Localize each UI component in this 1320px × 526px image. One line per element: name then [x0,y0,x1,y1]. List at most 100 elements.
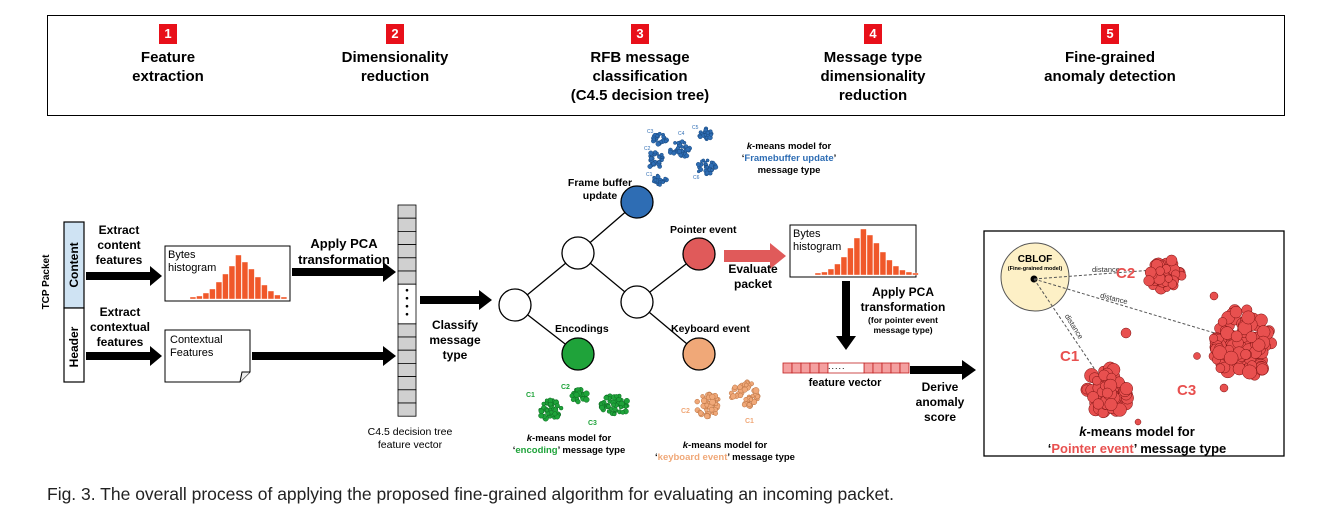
kmeans-encoding-caption: k-means model for ‘encoding’ message typ… [512,433,626,456]
cluster-point [713,164,719,170]
cluster-point [603,395,609,401]
hvector-gap [827,362,865,374]
histogram-bar [215,281,223,300]
cluster-point [1104,397,1118,411]
cluster-point [652,137,656,142]
pointer-clusters [1080,254,1277,426]
hvector-cell [872,362,883,374]
keyboard-clusters [694,379,761,420]
cluster-point [704,402,710,408]
histogram-bar [280,296,288,300]
vector-cell [397,349,417,364]
cluster-point [606,404,611,409]
cluster-point [552,411,558,417]
cluster-point [677,149,682,154]
apply-pca2-sub: (for pointer event message type) [868,315,938,335]
cluster-point [705,130,710,135]
vector-cell [397,244,417,259]
extract-content-label: Extract content features [95,223,143,267]
cluster-c2-label: C2 [1116,265,1136,282]
step-2: 2 Dimensionality reduction [295,24,495,86]
cluster-point [732,384,738,390]
step-3: 3 RFB message classification (C4.5 decis… [540,24,740,105]
cluster-point [1245,331,1258,343]
cluster-point [1229,305,1243,319]
cluster-point [1256,363,1269,376]
cluster-point [653,150,658,155]
cluster-point [737,392,744,399]
cluster-point [703,160,707,165]
cluster-point [623,397,630,404]
pointer-node [682,237,716,271]
cluster-point [709,393,716,400]
cluster-point [660,158,664,162]
cluster-point [655,134,660,138]
histogram-bar [821,271,828,276]
cluster-point [743,396,749,402]
apply-pca-label: Apply PCA transformation [298,236,390,267]
outlier-point [1193,352,1201,360]
hvector-cell [863,362,874,374]
step-1-badge: 1 [159,24,177,44]
steps-box: 1 Feature extraction 2 Dimensionality re… [47,15,1285,116]
cluster-point [655,141,661,147]
pointer-event-label: Pointer event [670,224,737,236]
cluster-c3-label: C3 [1177,382,1197,399]
cluster-point [694,398,700,405]
cluster-point [737,384,743,390]
cluster-point [1155,266,1165,276]
cluster-point [1092,376,1102,386]
cluster-point [657,182,662,187]
black-arrows [86,262,976,380]
histogram-bar [912,272,919,276]
hvector-cell [890,362,901,374]
cluster-point [661,180,665,184]
cluster-point [1242,364,1258,380]
cluster-point [648,150,654,156]
vector-dot [405,312,409,316]
cluster-point [583,396,590,403]
cluster-point [1241,310,1256,325]
cblof-sub-label: (Fine-grained model) [1007,266,1063,272]
cluster-point [1209,333,1218,343]
step-4: 4 Message type dimensionality reduction [773,24,973,105]
c45-feature-vector [397,204,417,417]
vector-cell [397,402,417,417]
vector-cell [397,270,417,285]
header-label: Header [67,326,81,368]
cluster-point [673,141,677,145]
apply-pca2-label: Apply PCA transformation [860,285,946,314]
histogram-bar [267,290,275,300]
cluster-point [538,408,545,415]
vector-dot [405,288,409,292]
vector-cell [397,217,417,232]
tcp-packet-label: TCP Packet [41,254,52,310]
evaluate-packet-label: Evaluate packet [728,262,778,291]
cluster-point [575,399,581,405]
vector-dot [405,304,409,308]
cluster-point [1101,387,1113,399]
cluster-point [558,405,564,411]
encoding-node [561,337,595,371]
histogram-bar [840,256,848,276]
distance-label-1: distance [1092,265,1120,274]
cluster-point [743,382,749,388]
cluster-point [755,394,761,400]
contextual-features-label: Contextual Features [170,334,223,359]
bytes-histogram-label-2: Bytes histogram [793,228,842,253]
evaluate-arrow [724,243,786,269]
cluster-point [708,163,714,169]
vector-dot [405,296,409,300]
histogram-bar [814,272,822,276]
cluster-point [663,139,668,144]
cluster-point [651,161,656,166]
cluster-point [698,134,703,140]
packet-header-box [63,307,85,383]
cluster-point [704,413,711,420]
fb-c5-label: C5 [692,125,699,131]
cluster-point [548,401,553,407]
histogram-bar [879,251,887,276]
classify-label: Classify message type [429,318,481,362]
cluster-point [700,159,704,163]
cluster-point [703,127,708,133]
